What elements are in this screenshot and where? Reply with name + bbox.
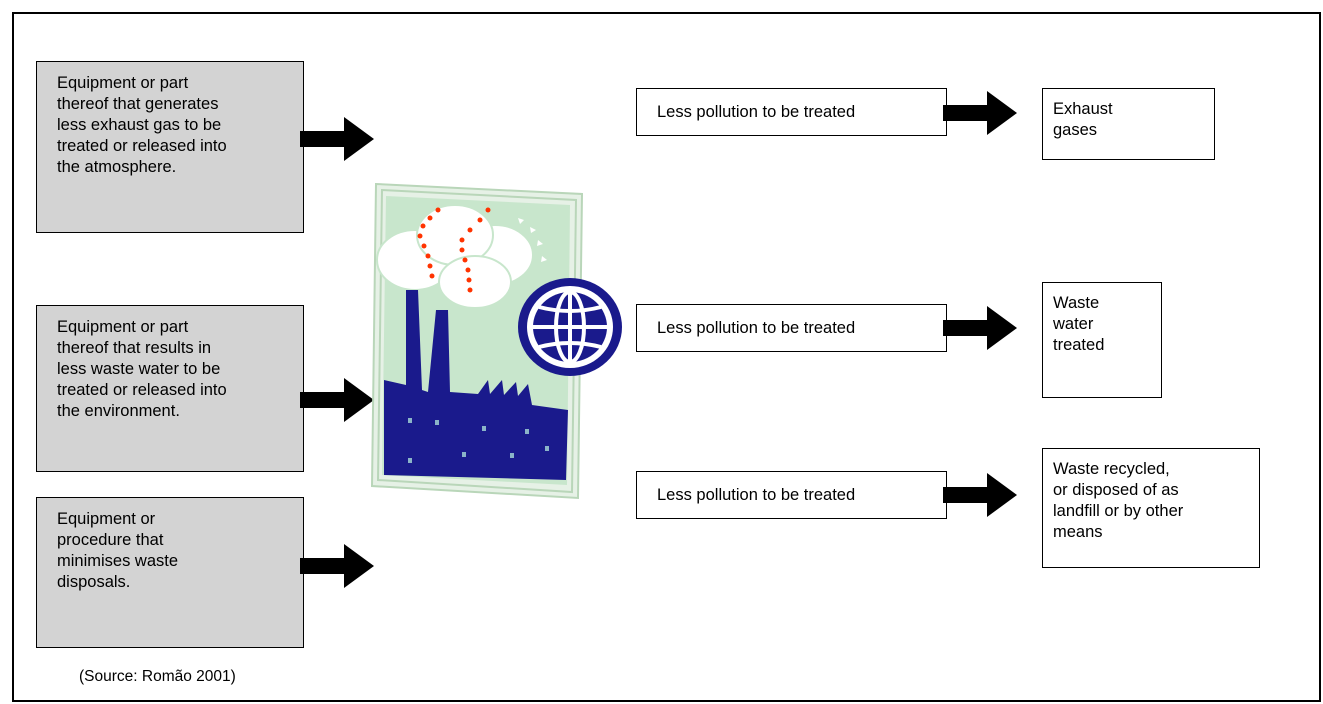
- input-box-waste-disposal: Equipment or procedure that minimises wa…: [36, 497, 304, 648]
- middle-box-1: Less pollution to be treated: [636, 88, 947, 136]
- arrow-right-icon: [300, 544, 374, 588]
- factory-clipart: [370, 182, 584, 500]
- output-box-waste-water: Waste water treated: [1042, 282, 1162, 398]
- source-caption: (Source: Romão 2001): [79, 668, 236, 685]
- arrow-right-icon: [300, 117, 374, 161]
- input-box-wastewater: Equipment or part thereof that results i…: [36, 305, 304, 472]
- middle-box-3: Less pollution to be treated: [636, 471, 947, 519]
- arrow-right-icon: [943, 473, 1017, 517]
- globe-icon: [518, 278, 622, 376]
- output-box-exhaust-gases: Exhaust gases: [1042, 88, 1215, 160]
- output-box-waste-recycled: Waste recycled, or disposed of as landfi…: [1042, 448, 1260, 568]
- middle-box-2: Less pollution to be treated: [636, 304, 947, 352]
- arrow-right-icon: [943, 306, 1017, 350]
- input-box-exhaust: Equipment or part thereof that generates…: [36, 61, 304, 233]
- arrow-right-icon: [300, 378, 374, 422]
- arrow-right-icon: [943, 91, 1017, 135]
- diagram-frame: [12, 12, 1321, 702]
